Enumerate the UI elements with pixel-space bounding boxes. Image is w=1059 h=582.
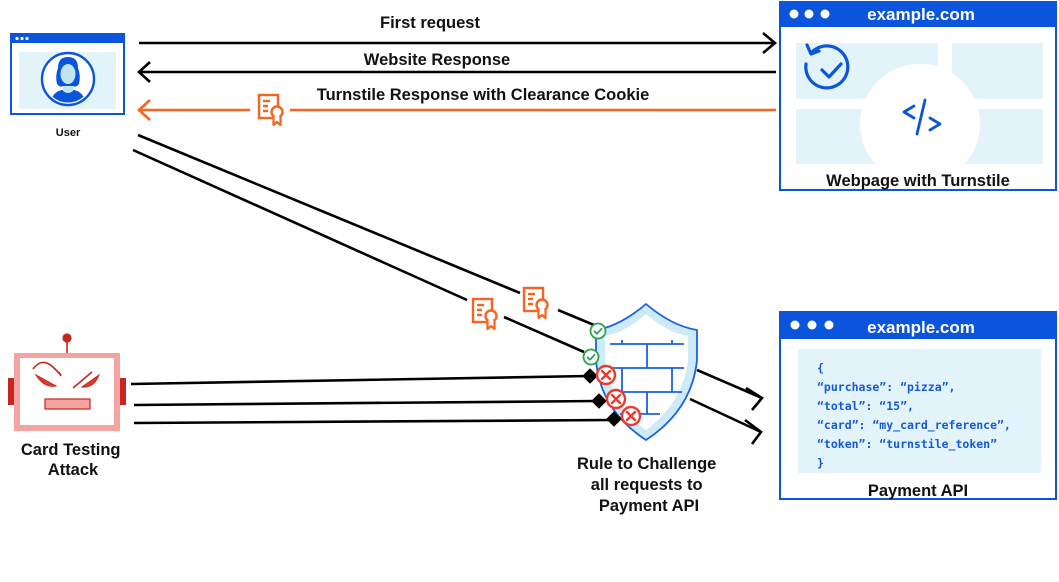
payment-api-domain: example.com	[867, 318, 975, 337]
user-label: User	[56, 127, 81, 139]
window-dots-icon	[790, 320, 834, 330]
code-line: }	[817, 456, 824, 470]
webpage-with-turnstile: example.com Webpage with Turnstile	[779, 1, 1057, 191]
attacker-label: Card Testing Attack	[21, 441, 125, 479]
angry-robot-icon	[8, 333, 126, 431]
user-payment-requests	[132, 133, 764, 445]
payment-api-code: { “purchase”: “pizza”, “total”: “15”, “c…	[817, 361, 1011, 470]
turnstile-response-label: Turnstile Response with Clearance Cookie	[317, 86, 650, 104]
clearance-cookie-icon	[471, 297, 498, 331]
code-line: “purchase”: “pizza”,	[817, 380, 955, 394]
allowed-request-line	[132, 148, 468, 302]
code-line: {	[817, 361, 824, 375]
arrowhead-left-icon	[137, 99, 151, 121]
blocked-request-line	[130, 374, 590, 386]
blocked-request-line	[133, 399, 599, 407]
website-response-label: Website Response	[364, 51, 510, 69]
window-dots-icon	[789, 9, 830, 19]
clearance-cookie-icon	[522, 286, 549, 320]
arrowhead-right-icon	[744, 418, 763, 445]
user-avatar-icon	[40, 51, 96, 107]
blocked-marker-icon	[582, 368, 598, 384]
code-icon	[902, 98, 942, 136]
clearance-cookie-icon	[257, 93, 284, 127]
allowed-request-line	[137, 133, 521, 295]
webpage-caption: Webpage with Turnstile	[826, 172, 1010, 190]
window-dots-icon	[15, 36, 29, 41]
code-line: “token”: “turnstile_token”	[817, 437, 997, 452]
code-line: “total”: “15”,	[817, 399, 914, 413]
code-line: “card”: “my_card_reference”,	[817, 418, 1011, 433]
allowed-check-icon	[582, 348, 600, 366]
first-request-label: First request	[380, 14, 480, 32]
payment-api-caption: Payment API	[868, 482, 968, 500]
payment-api-window: example.com { “purchase”: “pizza”, “tota…	[779, 311, 1057, 500]
arrowhead-right-icon	[762, 32, 778, 54]
allowed-check-icon	[589, 322, 607, 340]
user-window-titlebar	[11, 34, 124, 43]
blocked-request-line	[133, 418, 614, 425]
first-request-flow: First request	[139, 14, 778, 54]
website-response-flow: Website Response	[137, 51, 776, 83]
blocked-x-icon	[605, 388, 627, 410]
arrowhead-left-icon	[137, 61, 151, 83]
payment-api-code-panel	[798, 349, 1041, 473]
refresh-check-icon	[804, 43, 850, 90]
webpage-domain: example.com	[867, 5, 975, 24]
user-actor: User	[10, 33, 125, 139]
blocked-x-icon	[595, 364, 617, 386]
arrowhead-right-icon	[745, 386, 764, 411]
firewall-rule-label: Rule to Challenge all requests to Paymen…	[577, 455, 721, 515]
blocked-x-icon	[620, 405, 642, 427]
turnstile-response-flow: Turnstile Response with Clearance Cookie	[137, 86, 776, 127]
attack-requests	[130, 374, 614, 425]
